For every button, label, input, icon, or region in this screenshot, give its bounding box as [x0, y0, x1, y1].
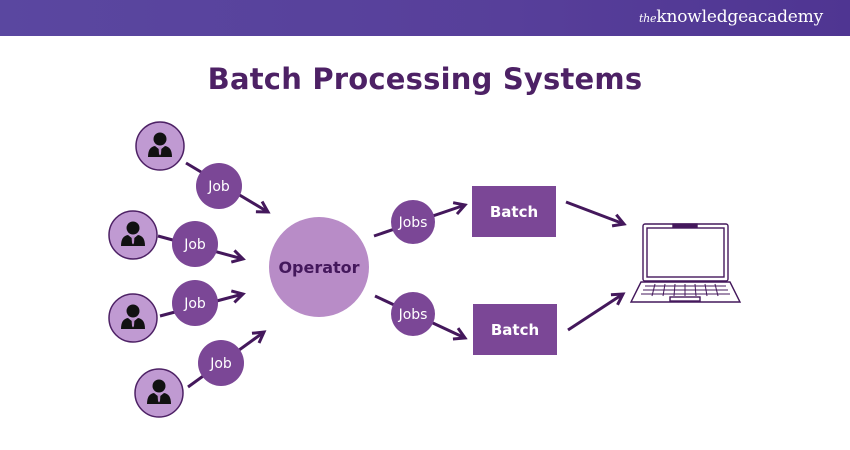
brand-name: knowledgeacademy: [656, 7, 823, 27]
batch-node-1: Batch: [472, 186, 556, 237]
arrow-batch-1-to-laptop: [565, 200, 627, 228]
job-label: Job: [207, 179, 230, 195]
operator-label: Operator: [278, 258, 359, 277]
user-node-2: [108, 210, 158, 260]
arrow-batch-2-to-laptop: [567, 292, 626, 332]
jobs-node-2: Jobs: [391, 292, 435, 336]
user-node-1: [135, 121, 185, 171]
batch-label: Batch: [490, 203, 538, 221]
job-label: Job: [183, 237, 206, 253]
job-node-2: Job: [172, 221, 218, 267]
batch-node-2: Batch: [473, 304, 557, 355]
job-node-1: Job: [196, 163, 242, 209]
jobs-label: Jobs: [398, 215, 428, 231]
job-label: Job: [183, 296, 206, 312]
batch-label: Batch: [491, 321, 539, 339]
job-label: Job: [209, 356, 232, 372]
header-bar: theknowledgeacademy: [0, 0, 850, 36]
brand-logo: theknowledgeacademy: [639, 7, 823, 27]
job-node-4: Job: [198, 340, 244, 386]
operator-node: Operator: [269, 217, 369, 317]
jobs-node-1: Jobs: [391, 200, 435, 244]
laptop-icon: [629, 223, 742, 303]
user-node-3: [108, 293, 158, 343]
jobs-label: Jobs: [398, 307, 428, 323]
page-title: Batch Processing Systems: [207, 62, 643, 96]
job-node-3: Job: [172, 280, 218, 326]
brand-prefix: the: [638, 12, 657, 25]
user-node-4: [134, 368, 184, 418]
